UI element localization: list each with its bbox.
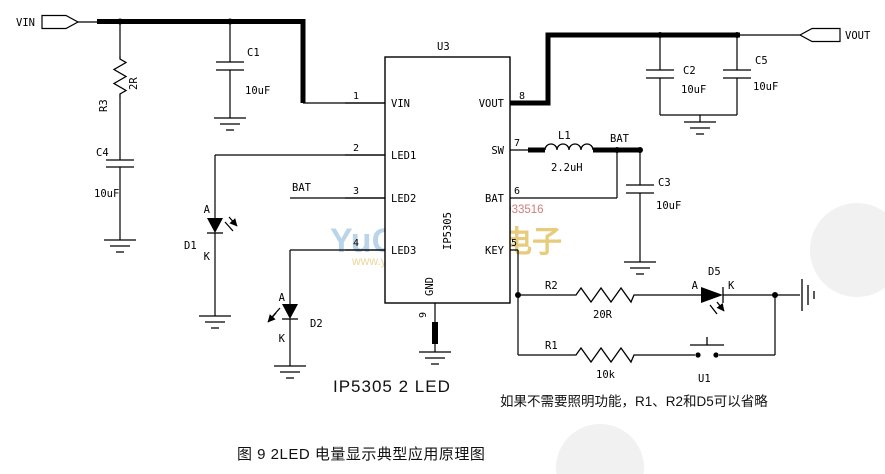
- pin-name-led1: LED1: [391, 150, 416, 162]
- c2-ref: C2: [683, 65, 696, 77]
- pin-num-8: 8: [519, 91, 525, 102]
- d2-ref: D2: [310, 318, 323, 330]
- d1-triangle: [207, 218, 223, 233]
- l1-ref: L1: [558, 130, 571, 142]
- watermark-circle: [556, 424, 644, 474]
- r2-ref: R2: [545, 280, 558, 292]
- c3-value: 10uF: [656, 200, 681, 212]
- chip-u3: U3 IP5305 1 2 3 4 8 7 6 5 9 VIN LED1 LED…: [345, 41, 545, 322]
- resistor-r3: 2R R3: [98, 21, 140, 112]
- r2-value: 20R: [593, 309, 613, 321]
- figure-caption: 图 9 2LED 电量显示典型应用原理图: [237, 445, 485, 463]
- inductor-l1: L1 2.2uH BAT: [528, 130, 640, 174]
- vin-port-symbol: [41, 14, 80, 30]
- d1-anode-label: A: [204, 204, 211, 216]
- c5-ref: C5: [755, 55, 768, 67]
- d5-light-arrows: [709, 302, 724, 314]
- vout-connector: VOUT: [798, 27, 871, 43]
- d1-light-arrows: [224, 217, 237, 231]
- c5-value: 10uF: [753, 81, 778, 93]
- ground-symbol: [419, 351, 451, 365]
- r1-ref: R1: [545, 340, 558, 352]
- d5-triangle: [701, 287, 723, 303]
- d1-cathode-label: K: [204, 251, 211, 263]
- d2-light-arrows: [268, 307, 281, 322]
- net-label-bat-left: BAT: [292, 182, 312, 194]
- pin-num-2: 2: [353, 143, 359, 154]
- vout-port-symbol: [798, 27, 841, 43]
- chip-ref: U3: [437, 41, 450, 53]
- pin-num-9: 9: [418, 312, 429, 318]
- ground-symbol: [684, 121, 716, 135]
- c1-value: 10uF: [245, 85, 270, 97]
- vout-label: VOUT: [845, 30, 871, 42]
- u1-contact: [695, 352, 701, 358]
- d2-triangle: [282, 304, 298, 319]
- led-d5: A K D5: [692, 266, 800, 314]
- vin-label: VIN: [16, 17, 35, 29]
- led-d1: A D1 K: [184, 155, 237, 329]
- capacitor-c1: C1 10uF: [214, 21, 270, 131]
- pin-name-led2: LED2: [391, 193, 416, 205]
- pin-name-sw: SW: [491, 145, 504, 157]
- pin-name-bat: BAT: [485, 193, 505, 205]
- c2-value: 10uF: [681, 84, 706, 96]
- ground-symbol: [274, 365, 306, 379]
- vin-connector: VIN: [16, 14, 97, 30]
- wire-pin6-bat: [530, 150, 618, 199]
- c4-ref: C4: [96, 147, 109, 159]
- pin-num-7: 7: [514, 138, 520, 149]
- pin-name-vin: VIN: [391, 98, 410, 110]
- d2-anode-label: A: [279, 292, 286, 304]
- c3-ref: C3: [658, 177, 671, 189]
- u1-ref: U1: [698, 373, 711, 385]
- chip-part: IP5305: [442, 212, 454, 250]
- c2-c5-ground: [660, 114, 737, 135]
- capacitor-c4: C4 10uF: [94, 98, 136, 253]
- chip-ground: [419, 322, 451, 365]
- pin-num-1: 1: [353, 91, 359, 102]
- c4-value: 10uF: [94, 188, 119, 200]
- net-label-bat-right: BAT: [610, 133, 630, 145]
- pin-name-vout: VOUT: [479, 98, 505, 110]
- resistor-r2: R2 20R: [518, 280, 701, 321]
- pin-num-3: 3: [353, 186, 359, 197]
- r1-value: 10k: [596, 369, 616, 381]
- pin-num-4: 4: [353, 238, 359, 249]
- l1-value: 2.2uH: [551, 162, 583, 174]
- d5-ground-symbol: [801, 279, 815, 311]
- ground-symbol: [624, 261, 656, 275]
- watermark-circle: [810, 203, 885, 297]
- c1-ref: C1: [247, 47, 260, 59]
- chip-body: [384, 56, 511, 304]
- led-d2: A D2 K: [268, 250, 323, 379]
- r3-ref: R3: [98, 99, 110, 112]
- d5-anode-label: A: [692, 280, 699, 292]
- ground-symbol: [199, 315, 231, 329]
- d5-cathode-label: K: [728, 280, 735, 292]
- d5-ref: D5: [708, 266, 721, 278]
- resistor-r1: R1 10k: [518, 340, 695, 381]
- capacitor-c2: C2 10uF: [646, 35, 706, 115]
- pin-name-key: KEY: [485, 245, 505, 257]
- capacitor-c5: C5 10uF: [723, 35, 778, 115]
- capacitor-c3: C3 10uF: [624, 150, 681, 275]
- vin-power-rail: [97, 19, 306, 103]
- pin-num-5: 5: [511, 238, 517, 249]
- d1-ref: D1: [184, 240, 197, 252]
- pin-num-6: 6: [514, 186, 520, 197]
- pushbutton-u1: U1: [690, 337, 775, 385]
- u1-contact: [713, 352, 719, 358]
- variant-label: IP5305 2 LED: [333, 377, 451, 396]
- ground-symbol: [214, 117, 246, 131]
- pin-name-led3: LED3: [391, 245, 416, 257]
- note-text: 如果不需要照明功能，R1、R2和D5可以省略: [500, 394, 768, 409]
- ground-symbol: [104, 239, 136, 253]
- pin-name-gnd: GND: [424, 277, 436, 296]
- d2-cathode-label: K: [279, 333, 286, 345]
- r3-value: 2R: [128, 77, 140, 90]
- vout-power-rail: [510, 32, 740, 106]
